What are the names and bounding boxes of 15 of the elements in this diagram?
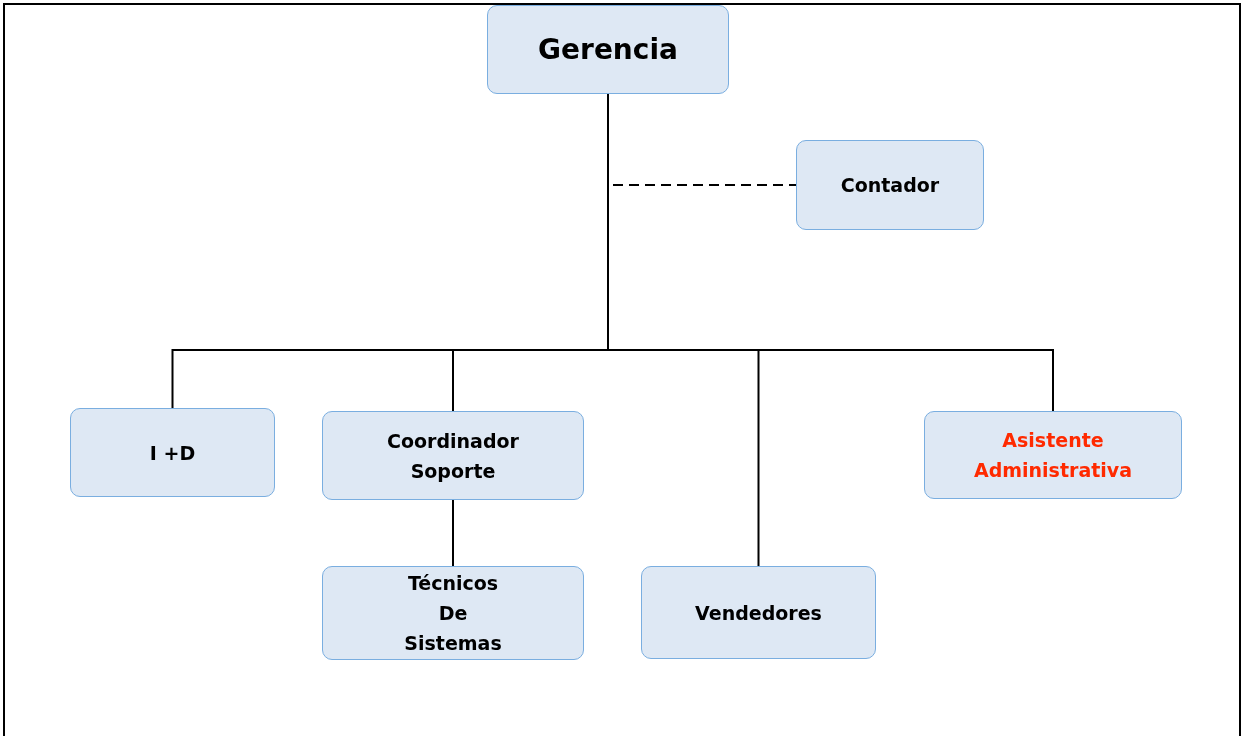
org-box bbox=[322, 566, 584, 660]
role-label: Vendedores bbox=[695, 600, 822, 626]
role-label: Técnicos De Sistemas bbox=[403, 571, 503, 656]
org-box bbox=[641, 566, 876, 659]
org-box bbox=[796, 140, 984, 230]
role-label: I +D bbox=[149, 440, 196, 466]
org-box bbox=[70, 408, 275, 497]
role-label: Asistente Administrativa bbox=[972, 428, 1133, 483]
role-label: Gerencia bbox=[538, 34, 678, 65]
role-label: Coordinador Soporte bbox=[386, 428, 520, 484]
org-box bbox=[487, 5, 729, 94]
org-box bbox=[322, 411, 584, 500]
connector-line bbox=[452, 499, 454, 567]
role-label: Contador bbox=[840, 173, 940, 198]
org-box bbox=[924, 411, 1182, 499]
